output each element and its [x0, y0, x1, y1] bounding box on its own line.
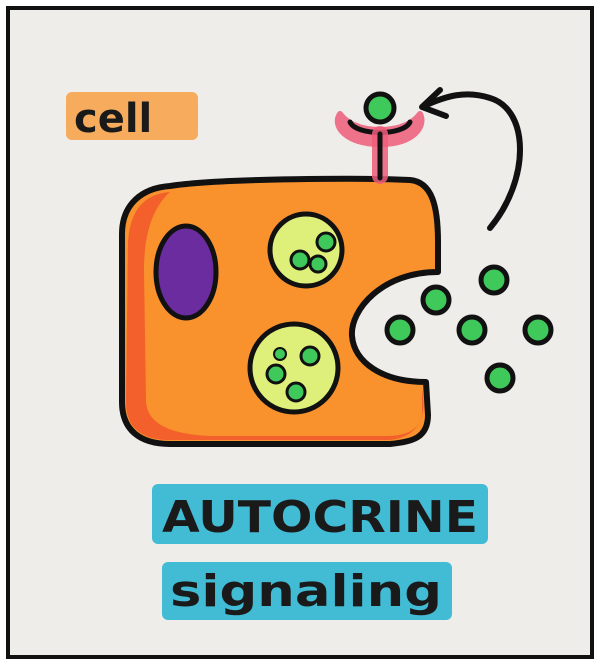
nucleus	[156, 226, 216, 318]
signal-molecule	[525, 317, 551, 343]
signal-molecule	[387, 317, 413, 343]
signal-molecule	[481, 267, 507, 293]
vesicle-upper	[270, 214, 342, 286]
autocrine-diagram: cell	[10, 10, 590, 655]
signal-molecule	[423, 287, 449, 313]
vesicle-molecule	[267, 365, 285, 383]
vesicle-molecule	[317, 233, 335, 251]
vesicle-molecule	[310, 256, 326, 272]
title-line1: AUTOCRINE	[162, 492, 478, 543]
bound-signal-molecule	[366, 94, 394, 122]
signal-molecule	[459, 317, 485, 343]
vesicle-lower	[250, 324, 338, 412]
vesicle-molecule	[291, 251, 309, 269]
title-line2: signaling	[170, 566, 442, 617]
vesicle-molecule	[274, 348, 286, 360]
cell-label: cell	[74, 96, 152, 142]
signal-molecule	[487, 365, 513, 391]
vesicle-molecule	[301, 347, 319, 365]
illustration-frame: cell	[6, 6, 594, 659]
vesicle-molecule	[287, 383, 305, 401]
